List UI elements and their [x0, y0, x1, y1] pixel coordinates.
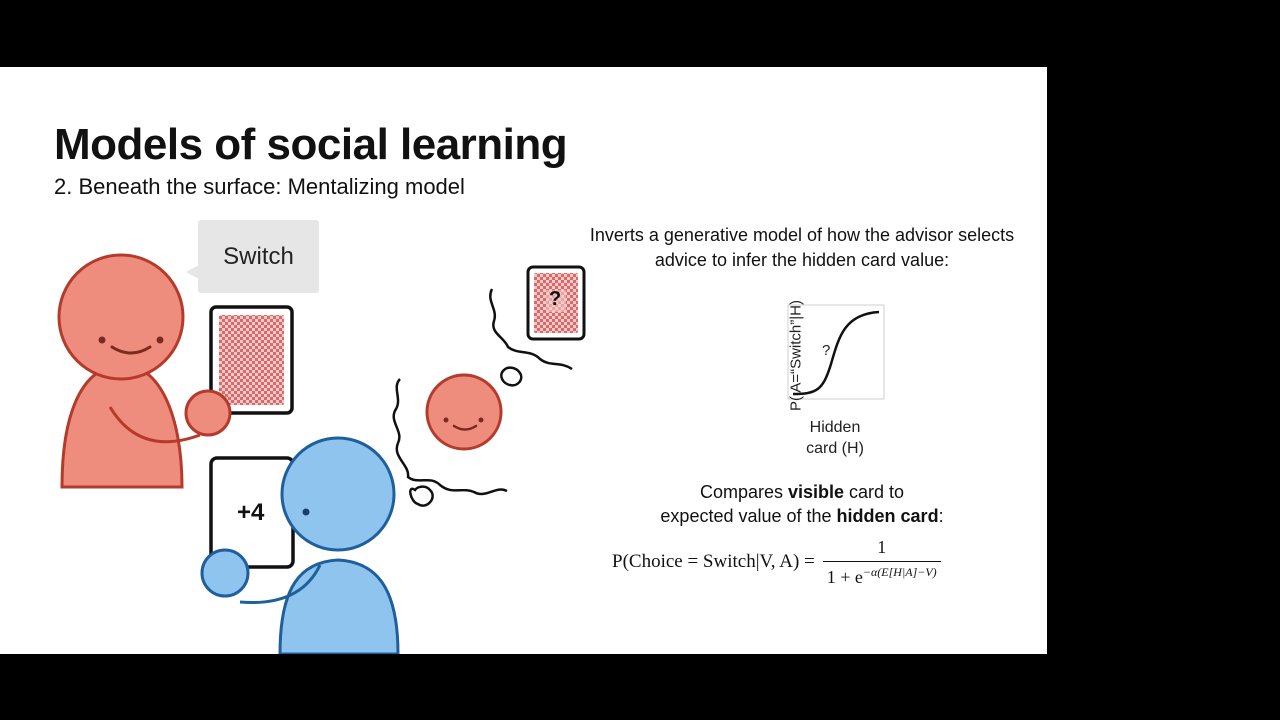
- plot-y-label: P( A=“Switch”|H): [787, 300, 805, 411]
- formula-fraction: 1 1 + e−α(E[H|A]−V): [822, 536, 941, 588]
- advisor-card: [209, 305, 294, 415]
- formula-numerator: 1: [877, 536, 887, 557]
- sigmoid-plot: [787, 304, 885, 400]
- plot-x-label: Hidden card (H): [790, 417, 880, 459]
- compare-text: Compares visible card to expected value …: [580, 480, 1024, 528]
- thought-advisor-head: [425, 373, 503, 451]
- description-line-1: Inverts a generative model of how the ad…: [589, 225, 1015, 245]
- choice-formula: P(Choice = Switch|V, A) = 1 1 + e−α(E[H|…: [612, 537, 941, 587]
- learner-figure: [200, 436, 400, 654]
- slide: Models of social learning 2. Beneath the…: [0, 67, 1047, 654]
- thought-card: [526, 265, 586, 341]
- plot-question-mark: ?: [822, 342, 831, 359]
- compare-line-2: expected value of the hidden card:: [660, 506, 944, 526]
- slide-subtitle: 2. Beneath the surface: Mentalizing mode…: [54, 174, 465, 199]
- plot-x-label-line-2: card (H): [806, 440, 864, 457]
- plot-x-label-line-1: Hidden: [809, 419, 861, 436]
- formula-exponent: −α(E[H|A]−V): [862, 564, 937, 579]
- description-line-2: advice to infer the hidden card value:: [654, 250, 950, 270]
- thought-cloud: [392, 288, 573, 507]
- speech-bubble: Switch: [198, 220, 319, 293]
- description: Inverts a generative model of how the ad…: [560, 223, 1044, 273]
- visible-card-label: +4: [237, 499, 265, 526]
- compare-bold-visible: visible: [787, 482, 845, 502]
- compare-line-1: Compares visible card to: [699, 482, 905, 502]
- speech-bubble-tail: [186, 265, 199, 279]
- advisor-figure: [57, 253, 201, 489]
- formula-lhs: P(Choice = Switch|V, A) =: [612, 551, 815, 572]
- learner-hand: [200, 548, 250, 598]
- advisor-hand: [184, 389, 232, 437]
- compare-bold-hidden: hidden card: [836, 506, 939, 526]
- slide-title: Models of social learning: [54, 120, 568, 169]
- illustration: [57, 253, 586, 654]
- thought-card-label: ?: [549, 288, 562, 310]
- formula-denominator: 1 + e−α(E[H|A]−V): [822, 560, 941, 588]
